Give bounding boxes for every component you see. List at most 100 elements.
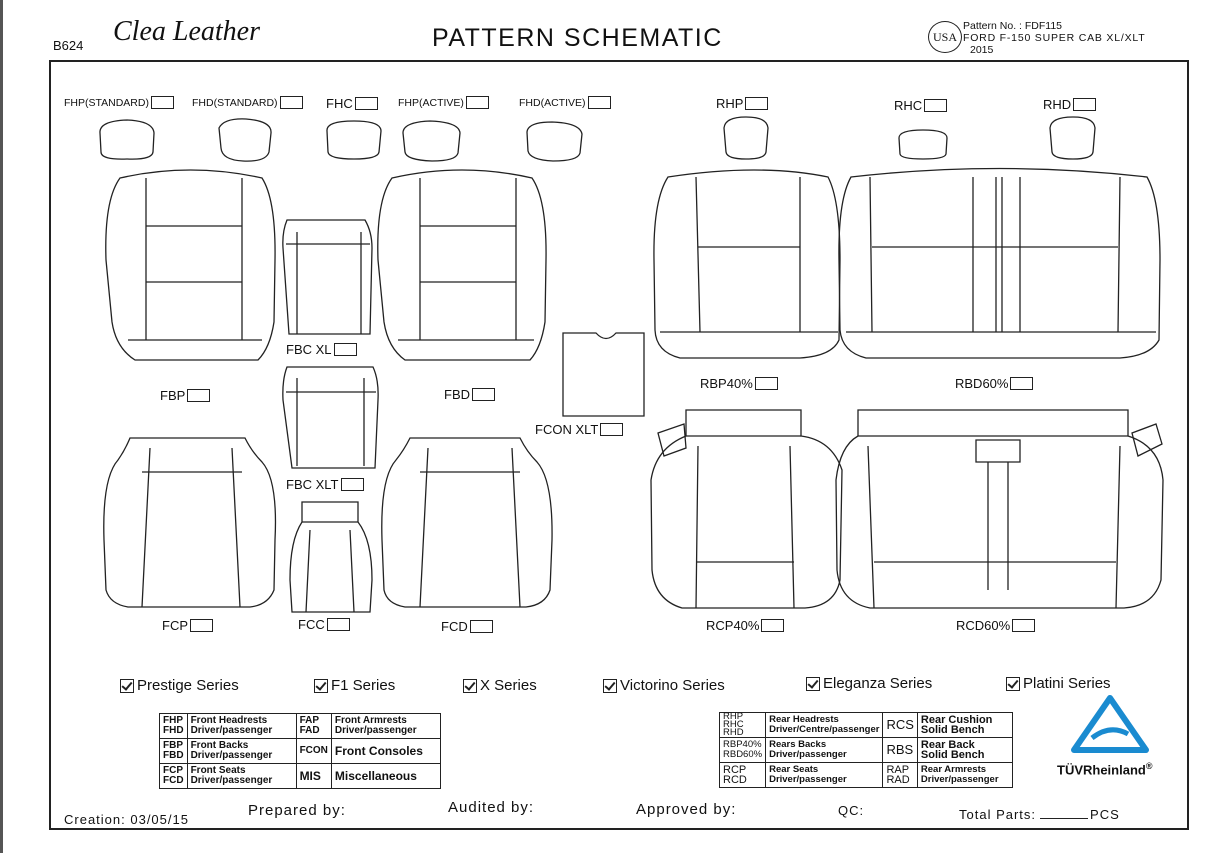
qty-box[interactable] (1073, 98, 1097, 111)
qty-box[interactable] (187, 389, 211, 402)
qty-box[interactable] (326, 618, 350, 631)
legend-desc: Rear Seats Driver/passenger (765, 762, 884, 788)
legend-code: RAP RAD (882, 762, 918, 788)
usa-badge-text: USA (932, 29, 957, 44)
series-label: Prestige Series (137, 677, 239, 694)
qty-box[interactable] (1010, 377, 1034, 390)
legend-code: RCS (882, 712, 918, 738)
rcp40-flap-piece (657, 423, 687, 457)
label-text: RBD60% (955, 376, 1009, 391)
qty-box[interactable] (754, 377, 778, 390)
label-rhc: RHC (894, 98, 948, 113)
series-platini[interactable]: Platini Series (1006, 675, 1111, 692)
fbp-back-piece (105, 169, 276, 361)
legend-code: MIS (295, 763, 332, 789)
qty-box[interactable] (600, 423, 624, 436)
label-text: FHD(ACTIVE) (519, 96, 586, 109)
series-label: Eleganza Series (823, 675, 933, 692)
label-fhp-active: FHP(ACTIVE) (398, 96, 489, 109)
checkbox-checked[interactable] (1006, 676, 1020, 691)
qty-box[interactable] (190, 619, 213, 632)
label-rhd: RHD (1043, 97, 1097, 112)
pattern-number: Pattern No. : FDF115 (963, 20, 1063, 32)
legend-desc: Front Armrests Driver/passenger (330, 713, 441, 739)
label-rcd60: RCD60% (956, 618, 1036, 633)
series-f1[interactable]: F1 Series (314, 677, 395, 694)
label-rhp: RHP (716, 96, 769, 111)
rbp40-back-piece (653, 169, 841, 359)
fhd-active-headrest-piece (526, 121, 583, 162)
legend-desc: Front Headrests Driver/passenger (186, 713, 297, 739)
legend-code: RBP40% RBD60% (718, 737, 767, 763)
label-text: FCD (441, 619, 468, 634)
label-fbc-xl: FBC XL (286, 342, 357, 357)
qty-box[interactable] (279, 96, 303, 109)
sheet-code: B624 (53, 38, 84, 53)
legend-code: FCP FCD (159, 763, 188, 789)
checkbox-checked[interactable] (603, 678, 617, 693)
fhp-active-headrest-piece (402, 120, 461, 162)
label-rbp40: RBP40% (700, 376, 778, 391)
checkbox-checked[interactable] (463, 678, 477, 693)
audited-by-label: Audited by: (448, 799, 535, 816)
legend-desc: Rear Armrests Driver/passenger (916, 762, 1013, 788)
label-text: RHD (1043, 97, 1072, 112)
label-fhc: FHC (326, 96, 378, 111)
fcon-xlt-piece (562, 332, 645, 417)
qty-box[interactable] (761, 619, 785, 632)
series-x[interactable]: X Series (463, 677, 537, 694)
qty-box[interactable] (465, 96, 489, 109)
label-fcp: FCP (162, 618, 213, 633)
legend-desc: Rear Headrests Driver/Centre/passenger (765, 712, 884, 738)
label-rbd60: RBD60% (955, 376, 1034, 391)
qty-box[interactable] (1012, 619, 1036, 632)
fbc-xlt-piece (282, 366, 379, 469)
checkbox-checked[interactable] (314, 678, 328, 693)
qty-box[interactable] (150, 96, 174, 109)
qty-box[interactable] (354, 97, 378, 110)
series-label: F1 Series (331, 677, 396, 694)
qty-box[interactable] (469, 620, 493, 633)
fbd-back-piece (377, 169, 547, 361)
legend-desc: Front Consoles (330, 738, 441, 764)
fcp-cushion-piece (103, 437, 277, 608)
qty-box[interactable] (472, 388, 495, 401)
legend-code: RBS (882, 737, 918, 763)
label-text: FHC (326, 96, 353, 111)
series-label: Platini Series (1023, 675, 1111, 692)
qty-box[interactable] (587, 96, 611, 109)
prepared-by-label: Prepared by: (248, 802, 346, 819)
legend-rear-table: RHP RHC RHD Rear Headrests Driver/Centre… (718, 712, 1013, 788)
series-label: Victorino Series (620, 677, 725, 694)
label-text: FHD(STANDARD) (192, 96, 278, 109)
series-prestige[interactable]: Prestige Series (120, 677, 239, 694)
qty-box[interactable] (924, 99, 948, 112)
total-parts-field[interactable] (1040, 818, 1089, 819)
qty-box[interactable] (333, 343, 357, 356)
qty-box[interactable] (340, 478, 364, 491)
label-text: FCON XLT (535, 422, 599, 437)
approved-by-label: Approved by: (636, 801, 737, 818)
qty-box[interactable] (745, 97, 769, 110)
rcd60-flap-piece (1131, 423, 1163, 457)
series-label: X Series (480, 677, 537, 694)
label-text: FCC (298, 617, 325, 632)
label-text: RHC (894, 98, 923, 113)
checkbox-checked[interactable] (806, 676, 820, 691)
series-eleganza[interactable]: Eleganza Series (806, 675, 932, 692)
checkbox-checked[interactable] (120, 678, 134, 693)
label-fbp: FBP (160, 388, 211, 403)
label-text: RBP40% (700, 376, 753, 391)
legend-desc: Rears Backs Driver/passenger (765, 737, 884, 763)
label-fhd-active: FHD(ACTIVE) (519, 96, 611, 109)
legend-front-table: FHP FHD Front Headrests Driver/passenger… (159, 713, 441, 789)
label-text: RCP40% (706, 618, 760, 633)
series-victorino[interactable]: Victorino Series (603, 677, 725, 694)
legend-desc: Front Backs Driver/passenger (186, 738, 297, 764)
fbc-xl-piece (282, 219, 373, 335)
legend-row: FBP FBD Front Backs Driver/passenger FCO… (159, 738, 441, 764)
left-edge-bar (0, 0, 3, 853)
fcc-cushion-piece (289, 501, 373, 613)
tuv-name: TÜVRheinland (1057, 762, 1146, 778)
rhp-headrest-piece (723, 116, 769, 160)
